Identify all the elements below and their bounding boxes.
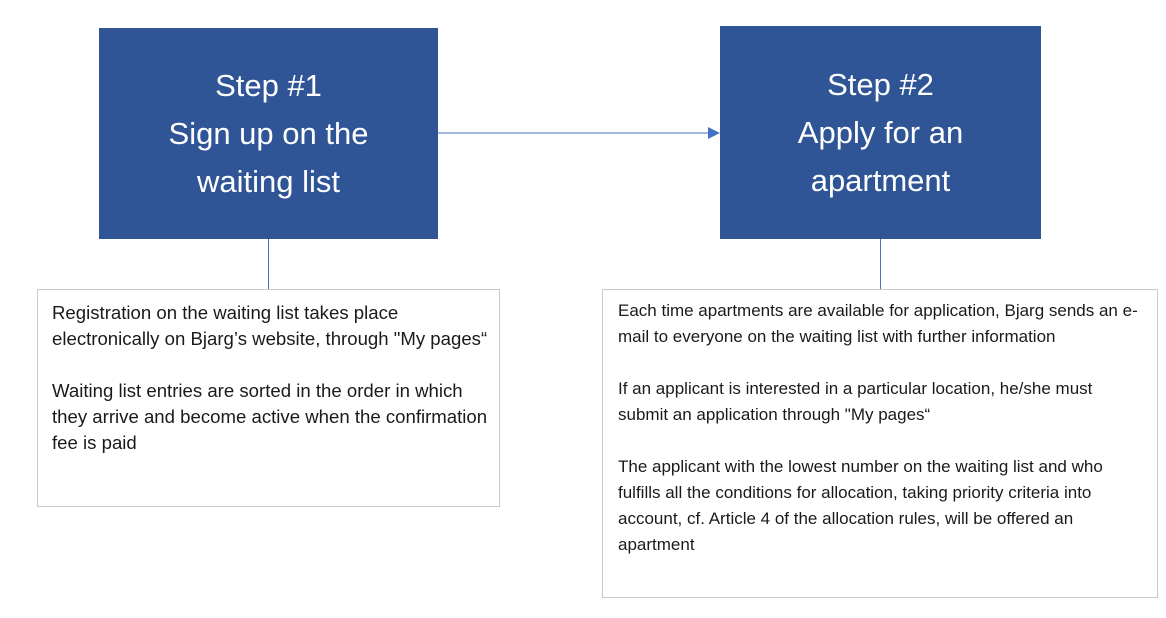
- step-1-paragraph-2: Waiting list entries are sorted in the o…: [52, 380, 488, 453]
- step-1-line-2: Sign up on the: [168, 115, 369, 151]
- step-1-line-3: waiting list: [197, 163, 340, 199]
- step-2-box: Step #2 Apply for an apartment: [720, 26, 1041, 239]
- step-2-line-3: apartment: [810, 162, 951, 198]
- step-2-description: Each time apartments are available for a…: [602, 289, 1158, 598]
- step-1-description: Registration on the waiting list takes p…: [37, 289, 500, 507]
- step-2-paragraph-3: The applicant with the lowest number on …: [618, 457, 1103, 554]
- step-2-paragraph-1: Each time apartments are available for a…: [618, 301, 1138, 346]
- step-2-paragraph-2: If an applicant is interested in a parti…: [618, 379, 1093, 424]
- step-2-title: Step #2: [827, 66, 934, 102]
- step-1-title: Step #1: [215, 67, 322, 103]
- step-1-paragraph-1: Registration on the waiting list takes p…: [52, 302, 488, 349]
- step-1-box: Step #1 Sign up on the waiting list: [99, 28, 438, 239]
- arrowhead-icon: [708, 127, 720, 139]
- step-2-line-2: Apply for an: [797, 114, 964, 150]
